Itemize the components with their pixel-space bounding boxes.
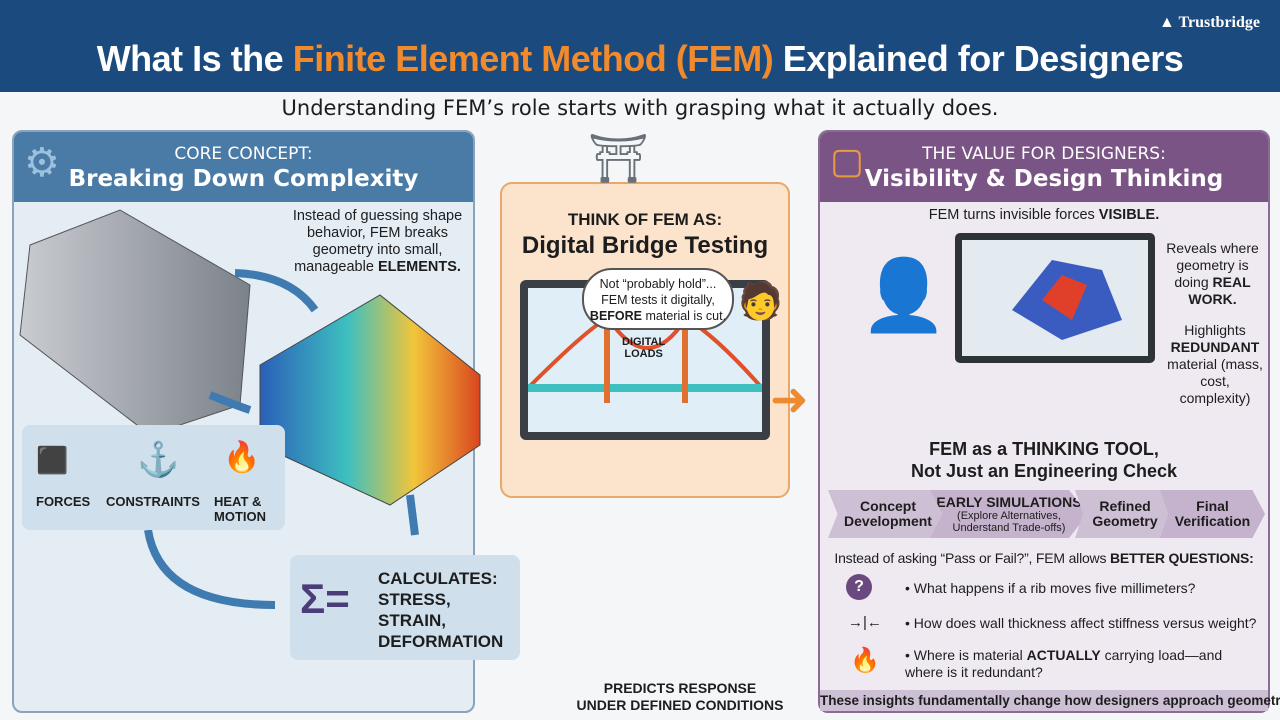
input-constraints: CONSTRAINTS: [106, 494, 200, 509]
footer-insight: These insights fundamentally change how …: [820, 690, 1280, 711]
core-concept-title: Breaking Down Complexity: [68, 166, 419, 192]
thinking-tool-heading: FEM as a THINKING TOOL,Not Just an Engin…: [910, 439, 1178, 481]
step-refined: Refined Geometry: [1075, 490, 1175, 538]
engine-block-meshed: [259, 294, 481, 506]
reveals-text: Reveals where geometry is doing REAL WOR…: [1166, 240, 1259, 307]
arrow: [406, 494, 419, 536]
center-title: Digital Bridge Testing: [521, 232, 769, 259]
title-highlight: Finite Element Method (FEM): [292, 38, 774, 79]
designer-illustration: 👤: [860, 256, 948, 334]
bridge-icon: ⛩: [588, 133, 649, 186]
calculates-list: CALCULATES:STRESS,STRAIN,DEFORMATION: [378, 569, 504, 651]
step-final: Final Verification: [1160, 490, 1265, 538]
question-1: • What happens if a rib moves five milli…: [905, 580, 1196, 596]
monitor-analysis: [955, 233, 1155, 363]
thought-bubble: Not “probably hold”...FEM tests it digit…: [582, 268, 734, 330]
arrow: [208, 391, 252, 414]
inputs-box: [22, 425, 285, 530]
person-screen-icon: ▢: [830, 140, 865, 181]
gear-icon: ⚙: [24, 141, 60, 185]
value-header: THE VALUE FOR DESIGNERS: Visibility & De…: [820, 132, 1268, 202]
bridge-simulation: [526, 313, 764, 403]
sigma-icon: Σ=: [300, 575, 350, 622]
arrow-right-icon: ➜: [770, 373, 809, 425]
step-concept: Concept Development: [828, 490, 948, 538]
header-banner: [0, 0, 1280, 92]
value-panel: THE VALUE FOR DESIGNERS: Visibility & De…: [818, 130, 1270, 713]
questions-intro: Instead of asking “Pass or Fail?”, FEM a…: [834, 550, 1254, 566]
value-kicker: THE VALUE FOR DESIGNERS:: [922, 144, 1166, 164]
value-title: Visibility & Design Thinking: [864, 166, 1224, 192]
flame-icon: 🔥: [223, 441, 261, 474]
step-early-simulations: EARLY SIMULATIONS(Explore Alternatives, …: [930, 490, 1088, 538]
calculates-box: [290, 555, 520, 660]
input-forces: FORCES: [36, 494, 91, 509]
page-title: What Is the Finite Element Method (FEM) …: [0, 38, 1280, 80]
anchor-icon: ⚓: [137, 441, 180, 479]
core-concept-kicker: CORE CONCEPT:: [174, 144, 313, 164]
trustbridge-logo: ▲ Trustbridge: [1158, 14, 1260, 31]
center-kicker: THINK OF FEM AS:: [567, 210, 723, 229]
highlights-text: Highlights REDUNDANT material (mass, cos…: [1167, 322, 1263, 406]
question-2: • How does wall thickness affect stiffne…: [905, 615, 1257, 631]
core-concept-header: CORE CONCEPT: Breaking Down Complexity: [14, 132, 473, 202]
question-3: • Where is material ACTUALLY carrying lo…: [905, 647, 1223, 680]
logo-text: Trustbridge: [1178, 14, 1260, 31]
arrow: [144, 529, 276, 609]
wall-thickness-icon: →|←: [848, 614, 882, 631]
subtitle: Understanding FEM’s role starts with gra…: [281, 96, 999, 120]
arrow: [234, 269, 319, 313]
stress-part: [1012, 260, 1122, 340]
question-arrow-icon: ?: [846, 574, 872, 600]
person-thinking-icon: 🧑: [738, 280, 783, 321]
title-pre: What Is the: [96, 38, 293, 79]
visible-lead: FEM turns invisible forces VISIBLE.: [928, 207, 1160, 223]
weight-arrow-icon: ⬛: [36, 445, 69, 475]
flame-icon: 🔥: [850, 647, 880, 674]
input-heat-motion: HEAT & MOTION: [214, 494, 266, 524]
title-post: Explained for Designers: [773, 38, 1184, 79]
core-concept-intro: Instead of guessing shape behavior, FEM …: [292, 208, 463, 275]
